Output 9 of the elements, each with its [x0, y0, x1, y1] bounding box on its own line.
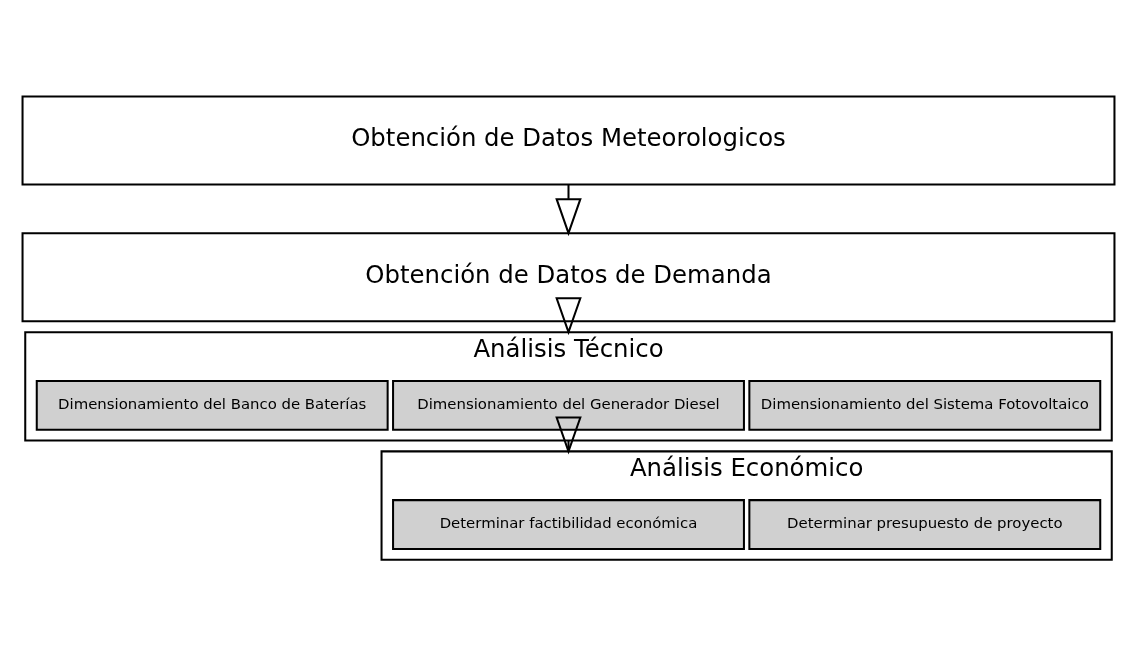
arrow [555, 184, 582, 236]
arrow [555, 296, 582, 335]
node-box: Dimensionamiento del Generador Diesel [392, 379, 745, 431]
node-box: Obtención de Datos Meteorologicos [21, 94, 1116, 185]
node-box: Determinar factibilidad económica [392, 498, 745, 550]
node-box: Dimensionamiento del Sistema Fotovoltaico [748, 379, 1102, 431]
node-box: Determinar presupuesto de proyecto [748, 498, 1102, 550]
arrow [555, 415, 582, 454]
node-box: Dimensionamiento del Banco de Baterías [35, 379, 389, 431]
